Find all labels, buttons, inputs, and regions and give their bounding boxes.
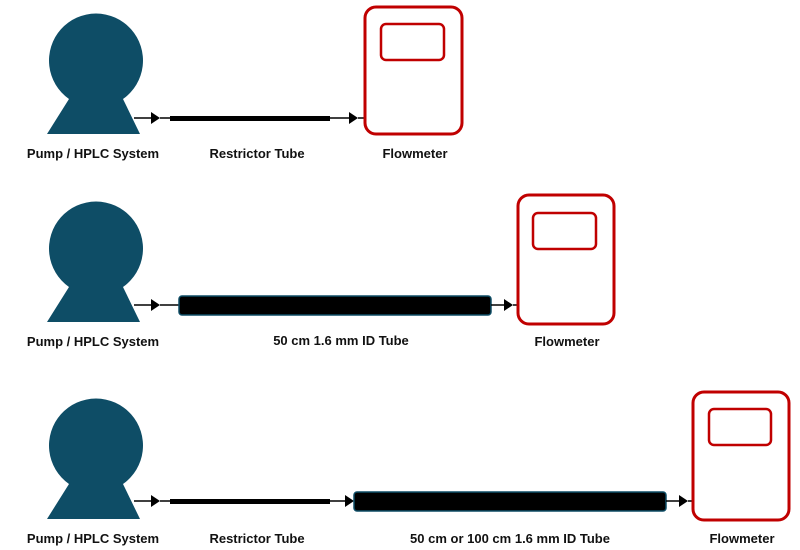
arrow-head <box>345 495 354 507</box>
wide-bore-tube <box>178 295 492 316</box>
wide-bore-tube <box>353 491 667 512</box>
tube-label: Restrictor Tube <box>209 146 305 161</box>
pump-label: Pump / HPLC System <box>26 334 160 349</box>
arrow-head <box>349 112 358 124</box>
restrictor-tube <box>170 116 330 121</box>
flowmeter-label: Flowmeter <box>382 146 448 161</box>
flowmeter-display <box>379 22 446 62</box>
pump-icon <box>47 201 143 322</box>
flowmeter-display <box>531 211 598 251</box>
pump-label: Pump / HPLC System <box>26 146 160 161</box>
pump-icon <box>47 398 143 519</box>
setup-row-3 <box>47 390 791 522</box>
setup-row-2 <box>47 193 616 326</box>
flowmeter-label: Flowmeter <box>534 334 600 349</box>
arrow-head <box>679 495 688 507</box>
restrictor-tube <box>170 499 330 504</box>
arrow-head <box>151 495 160 507</box>
tube-label: 50 cm or 100 cm 1.6 mm ID Tube <box>410 531 610 546</box>
tube-label: Restrictor Tube <box>209 531 305 546</box>
arrow-head <box>504 299 513 311</box>
tube-label: 50 cm 1.6 mm ID Tube <box>273 333 409 348</box>
flowmeter-label: Flowmeter <box>709 531 775 546</box>
flowmeter-display <box>707 407 773 447</box>
pump-icon <box>47 13 143 134</box>
arrow-head <box>151 112 160 124</box>
pump-label: Pump / HPLC System <box>26 531 160 546</box>
arrow-head <box>151 299 160 311</box>
setup-row-1 <box>47 5 464 136</box>
